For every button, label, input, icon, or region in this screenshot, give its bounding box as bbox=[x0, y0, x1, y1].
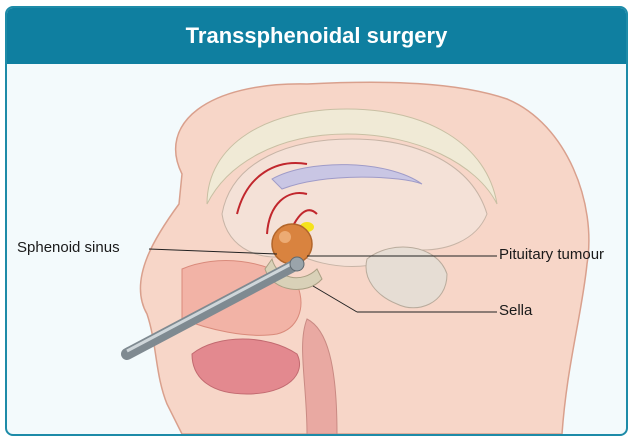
tumour-highlight bbox=[279, 231, 291, 243]
pituitary-tumour bbox=[272, 224, 312, 264]
title-bar: Transsphenoidal surgery bbox=[7, 8, 626, 64]
instrument-tip bbox=[290, 257, 304, 271]
figure-frame: Transsphenoidal surgery bbox=[5, 6, 628, 436]
label-sphenoid-sinus: Sphenoid sinus bbox=[17, 239, 120, 256]
label-pituitary-tumour: Pituitary tumour bbox=[499, 246, 604, 263]
label-sella: Sella bbox=[499, 302, 532, 319]
figure-title: Transsphenoidal surgery bbox=[186, 23, 448, 49]
